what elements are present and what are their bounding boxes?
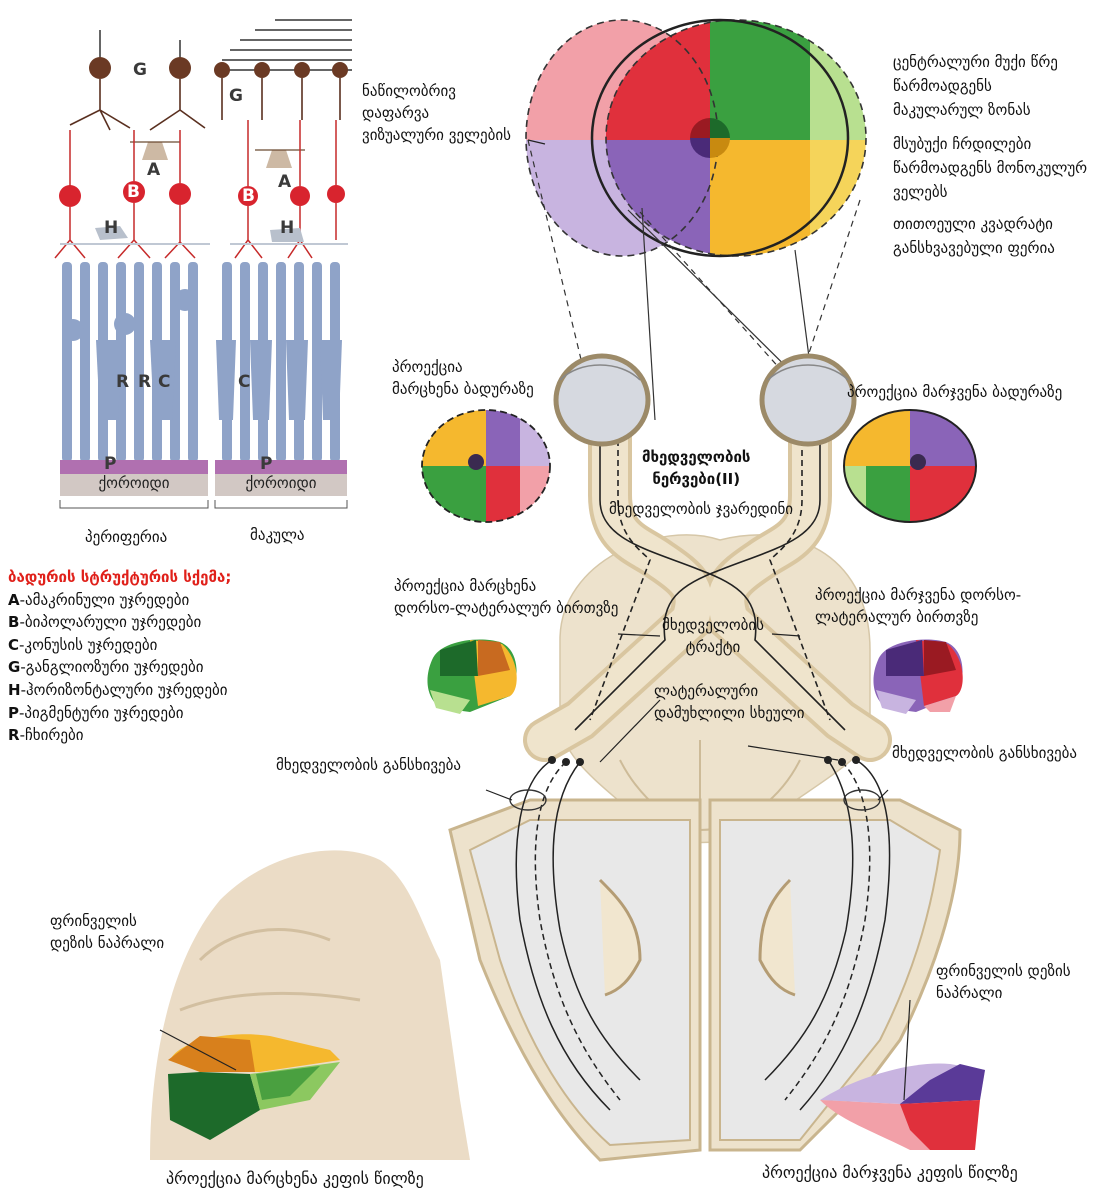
legend-item: C-კონუსის უჯრედები (8, 634, 231, 657)
left-brain-lateral (150, 850, 470, 1160)
label-g-left: G (133, 60, 147, 80)
label-c-right: C (238, 372, 250, 392)
label-b-left: B (127, 182, 140, 202)
each-quadrant-label: თითოეული კვადრატი განსხვავებული ფერია (893, 212, 1055, 260)
legend-item: B-ბიპოლარული უჯრედები (8, 611, 231, 634)
radiation-right-label: მხედველობის განსხივება (892, 742, 1077, 764)
label-a-right: A (278, 172, 291, 192)
macula-caption: მაკულა (250, 524, 305, 546)
calcarine-right-label: ფრინველის დეზის ნაპრალი (936, 960, 1071, 1004)
label-h-left: H (104, 218, 118, 238)
legend-item: G-განგლიოზური უჯრედები (8, 656, 231, 679)
choroid-label-right: ქოროიდი (215, 474, 347, 492)
left-eyeball (556, 356, 648, 444)
cortex-right-caption: პროექცია მარჯვენა კეფის წილზე (762, 1162, 1018, 1184)
label-r1: R (116, 372, 129, 392)
proj-left-retina-label: პროექცია მარცხენა ბადურაზე (392, 356, 534, 400)
proj-right-lgn-label: პროექცია მარჯვენა დორსო- ლატერალურ ბირთვ… (815, 584, 1021, 628)
radiation-left-label: მხედველობის განსხივება (276, 754, 461, 776)
left-lgn-projection (427, 639, 516, 714)
label-a-left: A (147, 160, 160, 180)
proj-right-retina-label: პროექცია მარჯვენა ბადურაზე (847, 381, 1062, 403)
optic-tract-label: მხედველობის ტრაქტი (662, 614, 764, 658)
label-b-right: B (242, 186, 255, 206)
legend-item: A-ამაკრინული უჯრედები (8, 589, 231, 612)
retina-legend: ბადურის სტრუქტურის სქემა; A-ამაკრინული უ… (8, 566, 231, 747)
periphery-caption: პერიფერია (85, 526, 167, 548)
label-g-right: G (229, 86, 243, 106)
label-h-right: H (280, 218, 294, 238)
legend-item: R-ჩხირები (8, 724, 231, 747)
label-r2: R (138, 372, 151, 392)
central-circle-label: ცენტრალური მუქი წრე წარმოადგენს მაკულარუ… (893, 50, 1058, 122)
proj-left-lgn-label: პროექცია მარცხენა დორსო-ლატერალურ ბირთვზ… (394, 575, 618, 619)
chiasm-label: მხედველობის ჯვარედინი (609, 498, 793, 520)
amacrine-cell (142, 142, 168, 160)
label-p-right: P (260, 454, 272, 474)
choroid-label-left: ქოროიდი (60, 474, 208, 492)
calcarine-left-label: ფრინველის დეზის ნაპრალი (50, 910, 164, 954)
label-c-left: C (158, 372, 170, 392)
legend-item: P-პიგმენტური უჯრედები (8, 702, 231, 725)
optic-nerves-label: მხედველობის ნერვები(II) (642, 446, 750, 490)
visual-field-diagram (520, 20, 870, 260)
lgn-label: ლატერალური დამუხლილი სხეული (654, 680, 804, 724)
cortex-left-caption: პროექცია მარცხენა კეფის წილზე (166, 1168, 424, 1190)
legend-title: ბადურის სტრუქტურის სქემა; (8, 566, 231, 589)
legend-item: H-ჰორიზონტალური უჯრედები (8, 679, 231, 702)
retina-schematic (55, 20, 352, 508)
right-retina-projection (840, 410, 980, 526)
left-retina-projection (420, 410, 560, 526)
right-lgn-projection (873, 639, 962, 714)
label-p-left: P (104, 454, 116, 474)
partial-overlap-label: ნაწილობრივ დაფარვა ვიზუალური ველების (362, 80, 511, 146)
light-shadows-label: მსუბუქი ჩრდილები წარმოადგენს მონოკულურ ვ… (893, 132, 1087, 204)
right-eyeball (762, 356, 854, 444)
